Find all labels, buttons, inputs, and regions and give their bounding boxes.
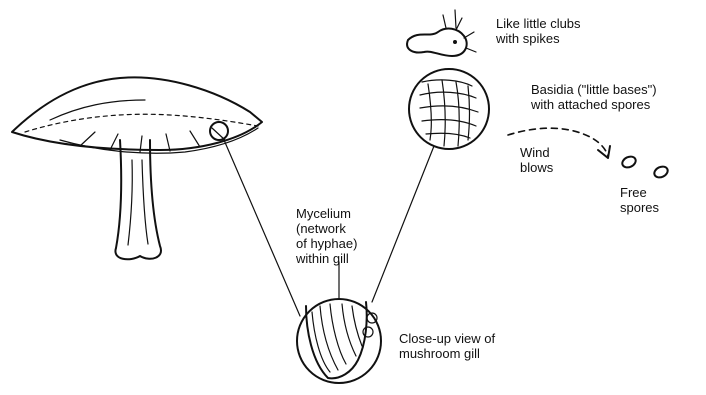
wind-label-line-2: blows [520,160,553,175]
free-spores-label-line-2: spores [620,200,659,215]
basidium-club-icon [407,10,476,56]
free-spores-label-line-1: Free [620,185,659,200]
basidia-label-line-2: with attached spores [531,97,657,112]
mycelium-label-line-1: Mycelium [296,206,357,221]
basidia-label: Basidia ("little bases") with attached s… [531,82,657,112]
gill-view-label-line-2: mushroom gill [399,346,495,361]
gill-closeup [297,299,381,383]
mycelium-label-line-4: within gill [296,251,357,266]
wind-label: Wind blows [520,145,553,175]
connector-line-left [224,140,300,316]
gill-highlight-circle [210,122,228,140]
gill-view-label: Close-up view of mushroom gill [399,331,495,361]
clubs-label-line-2: with spikes [496,31,581,46]
mycelium-label-line-3: of hyphae) [296,236,357,251]
clubs-label-line-1: Like little clubs [496,16,581,31]
mycelium-label-line-2: (network [296,221,357,236]
gill-view-label-line-1: Close-up view of [399,331,495,346]
basidia-label-line-1: Basidia ("little bases") [531,82,657,97]
connector-line-right [372,146,434,302]
mycelium-label: Mycelium (network of hyphae) within gill [296,206,357,266]
wind-label-line-1: Wind [520,145,553,160]
basidia-closeup [409,69,489,149]
clubs-label: Like little clubs with spikes [496,16,581,46]
free-spores [621,155,670,180]
free-spores-label: Free spores [620,185,659,215]
mushroom-stem [115,140,161,259]
